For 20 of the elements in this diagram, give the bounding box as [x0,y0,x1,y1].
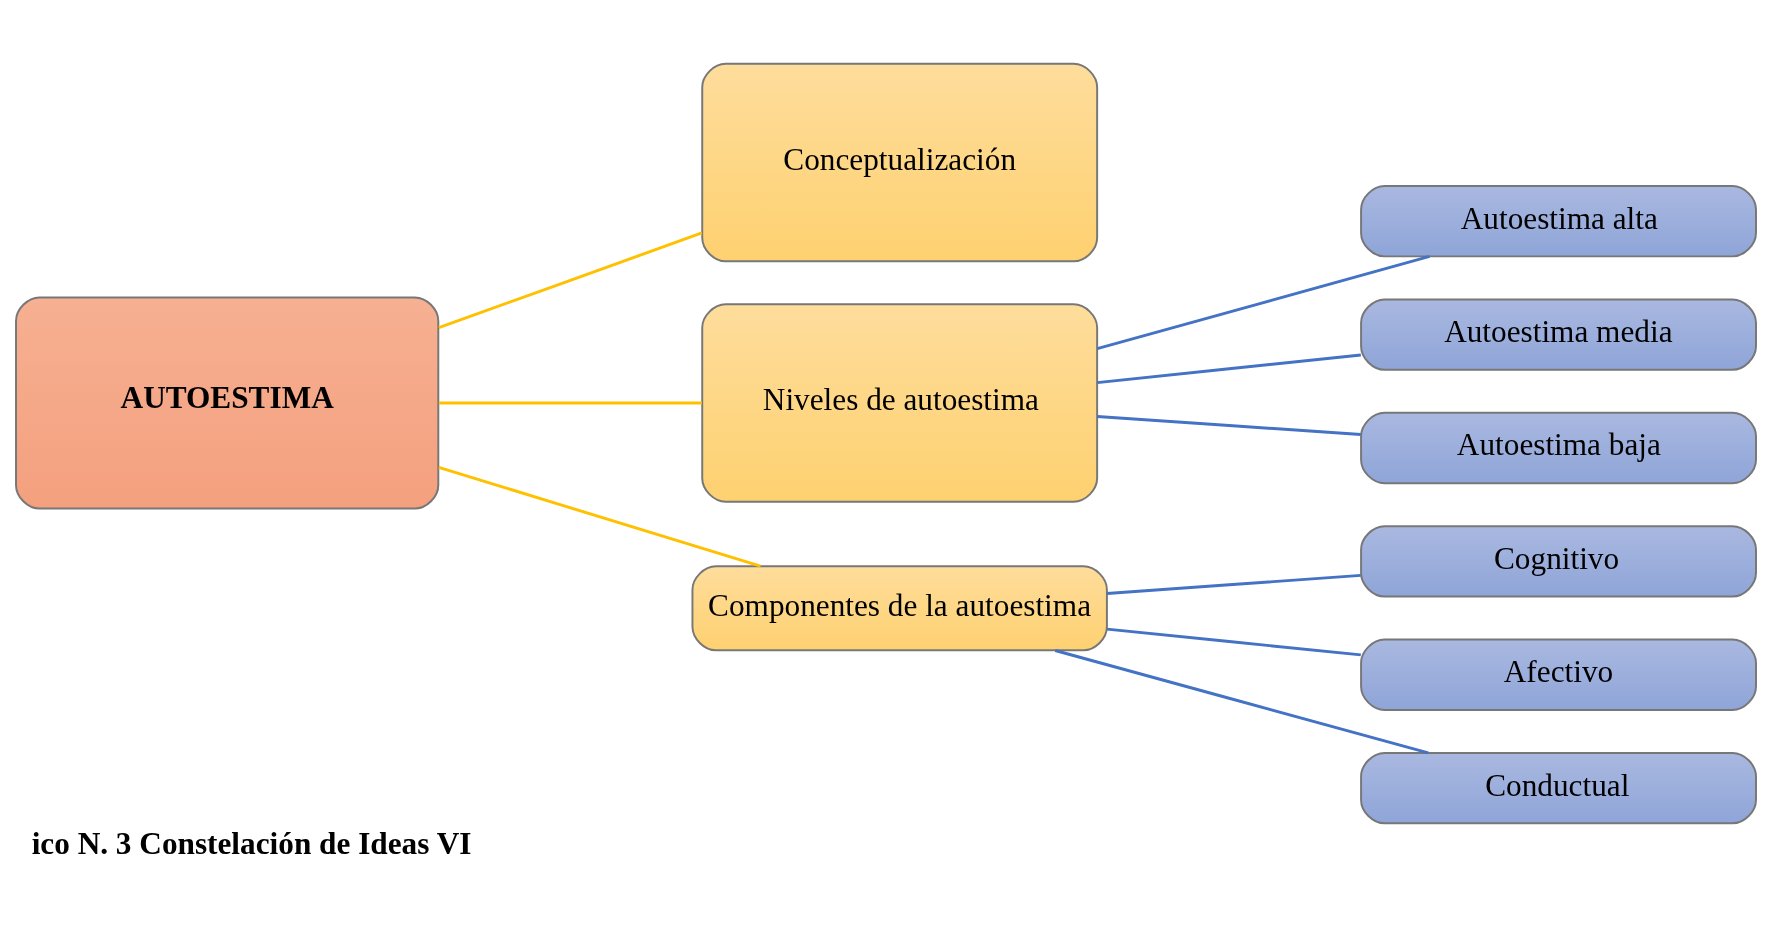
node-box: AUTOESTIMA [15,295,440,510]
connector [1097,353,1361,384]
node-box: Conductual [1360,751,1757,824]
node-box: Autoestima alta [1360,184,1757,257]
connector [1054,648,1429,754]
connector [438,231,703,329]
connector [1096,254,1430,350]
node-box: Niveles de autoestima [701,302,1099,503]
node-box: Autoestima baja [1360,411,1757,484]
node-box: Autoestima media [1360,297,1757,371]
node-box: Conceptualización [701,62,1099,262]
connector [1106,627,1361,656]
caption: ico N. 3 Constelación de Ideas VI [31,825,472,861]
connector [438,401,702,404]
connector [1097,414,1361,436]
node-box: Componentes de la autoestima [691,564,1108,651]
node-box: Afectivo [1360,638,1757,711]
connector [1106,573,1361,595]
node-box: Cognitivo [1360,524,1757,598]
connector [438,465,761,568]
